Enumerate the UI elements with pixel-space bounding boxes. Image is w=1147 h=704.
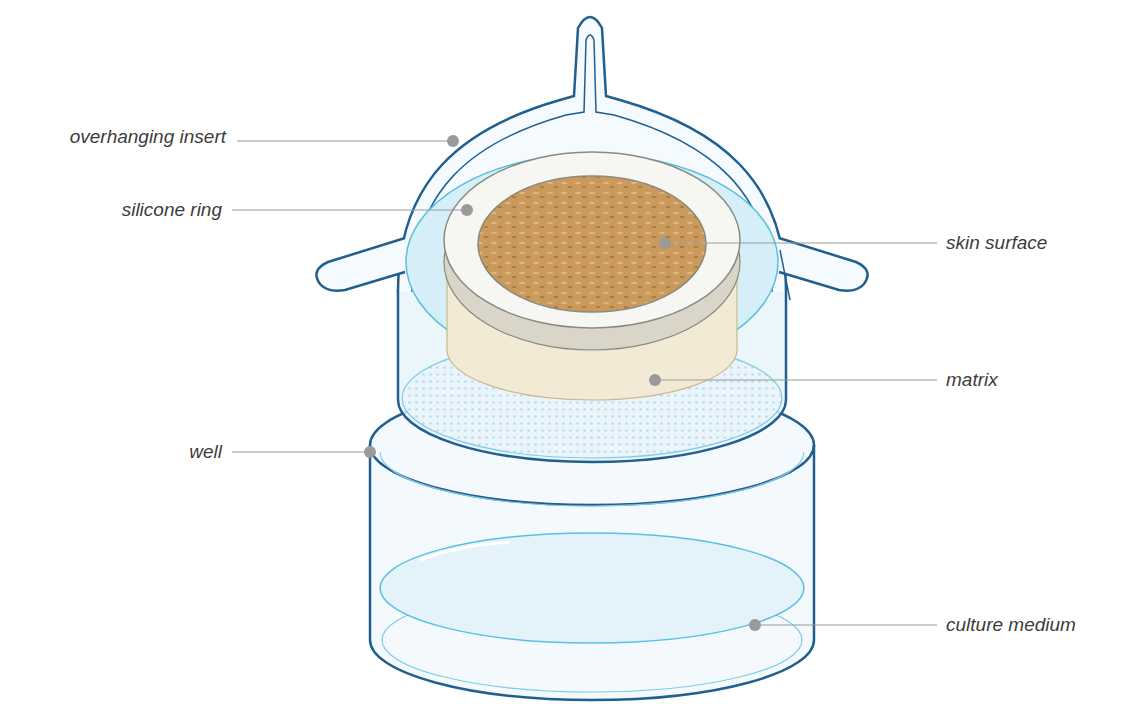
part-label: overhanging insert: [70, 125, 226, 149]
medium-surface: [380, 533, 804, 643]
part-label: well: [189, 440, 222, 464]
leader-lines: [232, 141, 937, 625]
part-label: skin surface: [946, 231, 1047, 255]
insert-handle: [779, 238, 868, 291]
silicone-ring: [444, 152, 740, 328]
well-rim-inner: [380, 452, 804, 506]
part-label: matrix: [946, 368, 998, 392]
part-label: culture medium: [946, 613, 1076, 637]
handle-tab: [780, 250, 790, 300]
skin-disc: [478, 176, 706, 312]
highlight: [420, 542, 510, 560]
well-rim: [370, 445, 814, 505]
part-label: silicone ring: [122, 198, 222, 222]
leader-dots: [364, 135, 761, 631]
insert-handle: [316, 238, 405, 291]
